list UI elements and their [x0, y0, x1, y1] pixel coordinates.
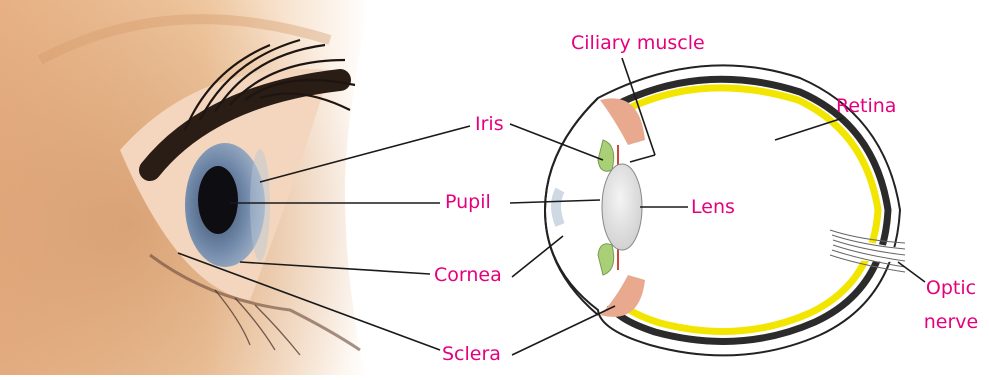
leader-sclera-diagram	[512, 306, 615, 355]
label-lens: Lens	[691, 196, 735, 218]
label-optic-nerve: Optic nerve	[920, 277, 982, 333]
label-sclera: Sclera	[442, 343, 501, 365]
label-iris: Iris	[475, 113, 504, 135]
label-optic-nerve-line2: nerve	[920, 311, 982, 333]
label-cornea: Cornea	[434, 264, 502, 286]
eye-photo	[0, 0, 370, 375]
lens-shape	[602, 164, 642, 250]
label-ciliary-muscle: Ciliary muscle	[571, 32, 705, 54]
label-retina: Retina	[836, 95, 896, 117]
photo-pupil	[198, 166, 238, 234]
label-pupil: Pupil	[445, 191, 491, 213]
photo-cornea	[250, 149, 270, 261]
cornea-highlight	[556, 190, 560, 225]
label-optic-nerve-line1: Optic	[920, 277, 982, 299]
